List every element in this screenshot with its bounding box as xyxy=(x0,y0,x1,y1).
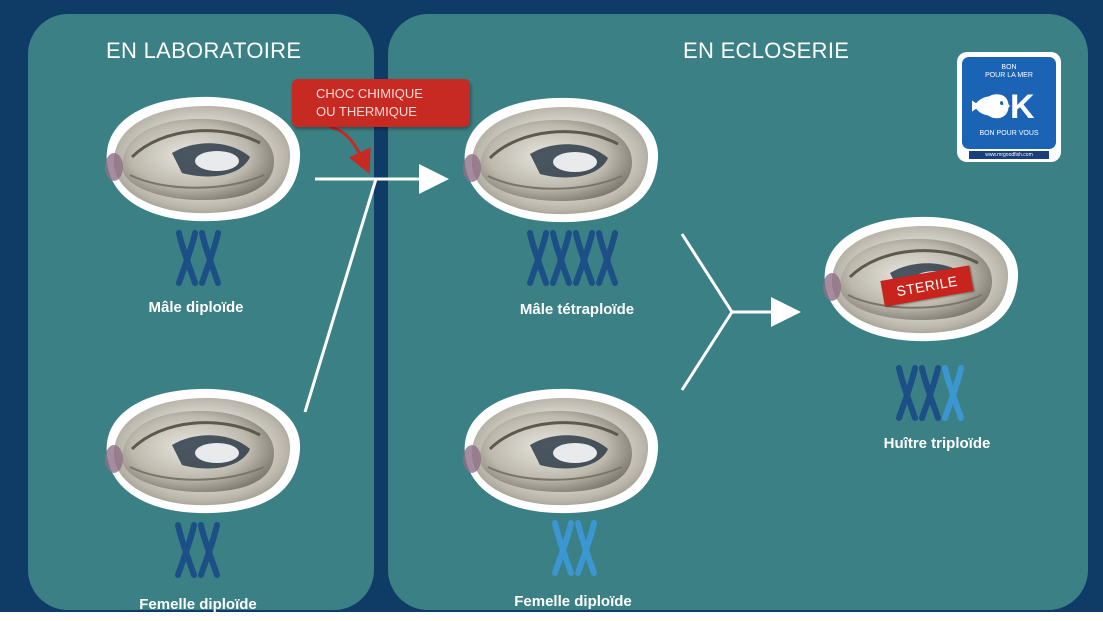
fish-icon xyxy=(972,96,1010,116)
lab-female-label: Femelle diploïde xyxy=(139,596,257,612)
triploid-label: Huître triploïde xyxy=(883,435,991,452)
hatchery-female-line xyxy=(680,311,734,391)
laboratory-title: EN LABORATOIRE xyxy=(106,38,302,63)
lab-female-oyster xyxy=(103,387,302,515)
lab-female-line xyxy=(303,178,378,413)
logo-bottom-line: BON POUR VOUS xyxy=(979,130,1039,137)
logo-top-line-2: POUR LA MER xyxy=(985,72,1033,79)
logo-top-line-1: BON xyxy=(1001,64,1017,71)
hatchery-male-chromosomes xyxy=(530,233,615,283)
hatchery-female-chromosomes xyxy=(555,523,594,573)
shock-callout: CHOC CHIMIQUE OU THERMIQUE xyxy=(292,79,470,127)
logo-url: www.mrgoodfish.com xyxy=(969,151,1049,159)
lab-male-oyster xyxy=(103,95,302,223)
callout-pointer xyxy=(329,125,371,175)
logo-mark: OK xyxy=(983,88,1035,126)
callout-line-1: CHOC CHIMIQUE xyxy=(316,86,423,101)
logo-badge: BON POUR LA MER OK BON POUR VOUS xyxy=(962,57,1056,149)
hatchery-male-oyster xyxy=(461,96,660,224)
hatchery-male-label: Mâle tétraploïde xyxy=(519,301,635,318)
mrgoodfish-logo: BON POUR LA MER OK BON POUR VOUS www.mrg… xyxy=(957,52,1061,162)
hatchery-female-label: Femelle diploïde xyxy=(514,593,632,610)
lab-male-label: Mâle diploïde xyxy=(148,299,244,316)
lab-male-chromosomes xyxy=(179,233,218,283)
hatchery-male-line xyxy=(680,233,734,313)
lab-female-chromosomes xyxy=(178,525,217,575)
hatchery-female-oyster xyxy=(461,387,660,515)
triploid-chromosomes xyxy=(899,368,961,418)
callout-line-2: OU THERMIQUE xyxy=(316,104,417,119)
hatchery-title: EN ECLOSERIE xyxy=(683,38,850,63)
